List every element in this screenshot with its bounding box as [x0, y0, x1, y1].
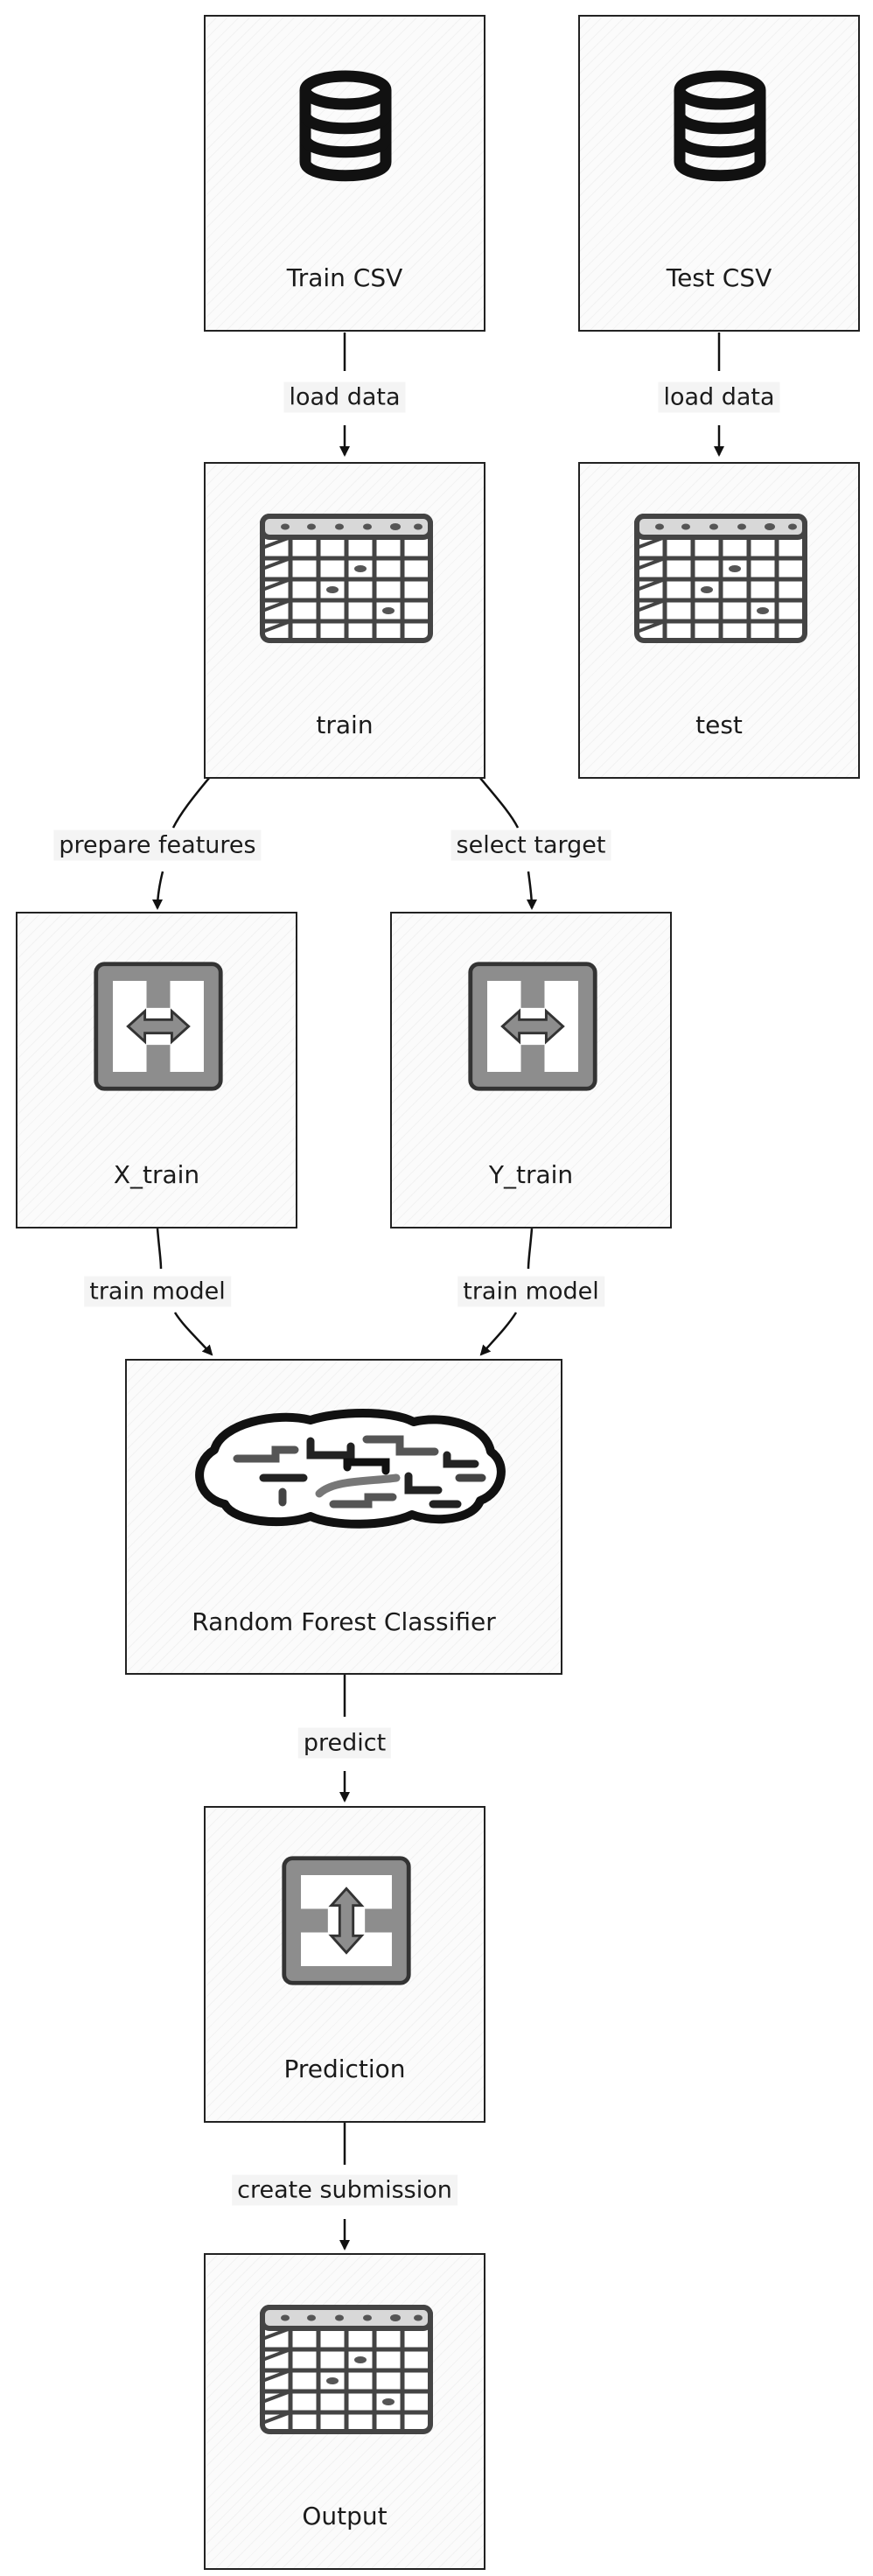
node-test-csv: Test CSV — [578, 15, 860, 332]
node-label: Train CSV — [286, 263, 403, 292]
node-output: Output — [204, 2253, 485, 2570]
edge-train-model-x-lower — [173, 1312, 213, 1356]
node-label: Y_train — [488, 1160, 574, 1189]
node-label: Output — [302, 2502, 388, 2530]
edge-label-predict: predict — [297, 1727, 392, 1759]
horizontal-transform-icon — [91, 959, 226, 1094]
brain-icon — [179, 1406, 512, 1529]
edge-train-model-y-lower — [479, 1312, 518, 1356]
node-label: Random Forest Classifier — [192, 1607, 496, 1636]
node-random-forest-classifier: Random Forest Classifier — [125, 1359, 562, 1675]
edge-train-model-x — [156, 1228, 163, 1270]
node-test: test — [578, 462, 860, 779]
node-x-train: X_train — [16, 912, 297, 1228]
edge-label-select-target: select target — [450, 830, 611, 861]
edge-label-prepare-features: prepare features — [53, 830, 262, 861]
node-label: Test CSV — [666, 263, 772, 292]
node-prediction: Prediction — [204, 1806, 485, 2123]
node-label: test — [695, 710, 743, 739]
edge-label-train-model-y: train model — [457, 1276, 604, 1307]
node-label: train — [316, 710, 374, 739]
edge-prepare-features — [171, 776, 211, 829]
database-icon — [666, 69, 774, 183]
horizontal-transform-icon — [465, 959, 600, 1094]
node-train: train — [204, 462, 485, 779]
edge-label-load-train: load data — [283, 382, 406, 413]
node-y-train: Y_train — [390, 912, 672, 1228]
vertical-transform-icon — [279, 1853, 414, 1988]
edge-select-target — [478, 776, 520, 829]
edge-label-train-model-x: train model — [84, 1276, 231, 1307]
edge-select-target-lower — [526, 871, 537, 910]
database-icon — [291, 69, 400, 183]
table-icon — [632, 513, 809, 644]
edge-label-load-test: load data — [658, 382, 780, 413]
edge-prepare-features-lower — [152, 871, 164, 910]
edge-train-model-y — [527, 1228, 534, 1270]
node-label: X_train — [113, 1160, 200, 1189]
edge-label-create-submission: create submission — [232, 2174, 457, 2206]
table-icon — [258, 2304, 435, 2435]
node-label: Prediction — [283, 2054, 406, 2083]
table-icon — [258, 513, 435, 644]
node-train-csv: Train CSV — [204, 15, 485, 332]
